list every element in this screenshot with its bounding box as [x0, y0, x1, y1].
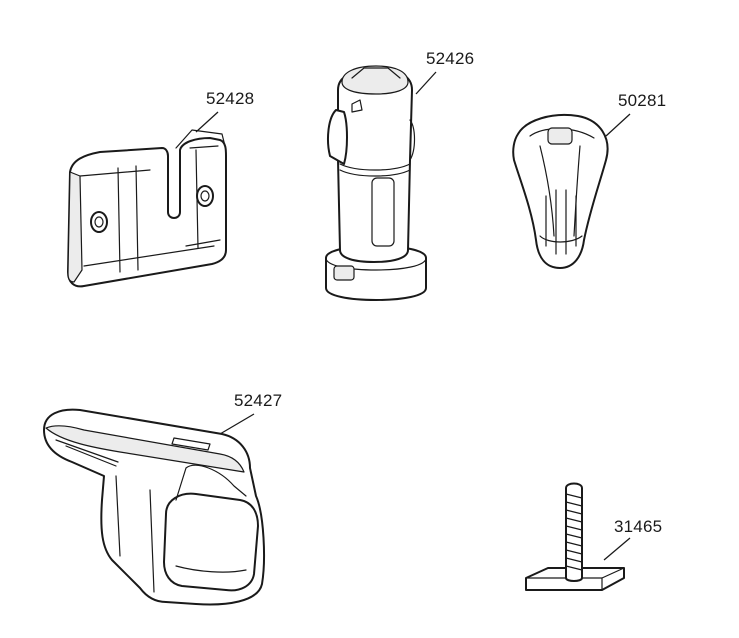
part-31465 [525, 482, 625, 591]
part-52428-outline [67, 137, 227, 288]
part-52426-side-clip [327, 109, 348, 165]
part-52427 [43, 408, 265, 606]
part-52426-cap [341, 65, 409, 95]
part-52426-body [337, 69, 413, 263]
part-52426-keyslot [333, 265, 355, 281]
label-52428: 52428 [206, 89, 254, 108]
part-52427-top-face [45, 425, 245, 473]
part-31465-shaft [565, 482, 583, 582]
label-50281: 50281 [618, 91, 666, 110]
leader-52427 [219, 413, 255, 435]
leader-52428 [195, 111, 219, 133]
part-52426 [325, 65, 427, 301]
part-50281-outline [512, 114, 609, 269]
part-52427-inner-opening [163, 492, 259, 592]
part-52428-hole-right [196, 185, 214, 207]
part-52428 [67, 129, 227, 288]
part-50281-window [547, 127, 573, 145]
label-52427: 52427 [234, 391, 282, 410]
leader-50281 [605, 113, 631, 137]
part-52428-hole-left [90, 211, 108, 233]
label-31465: 31465 [614, 517, 662, 536]
leader-31465 [603, 537, 631, 561]
leader-52426 [415, 71, 437, 95]
part-50281 [512, 114, 609, 269]
label-52426: 52426 [426, 49, 474, 68]
part-52428-flange [67, 171, 83, 283]
